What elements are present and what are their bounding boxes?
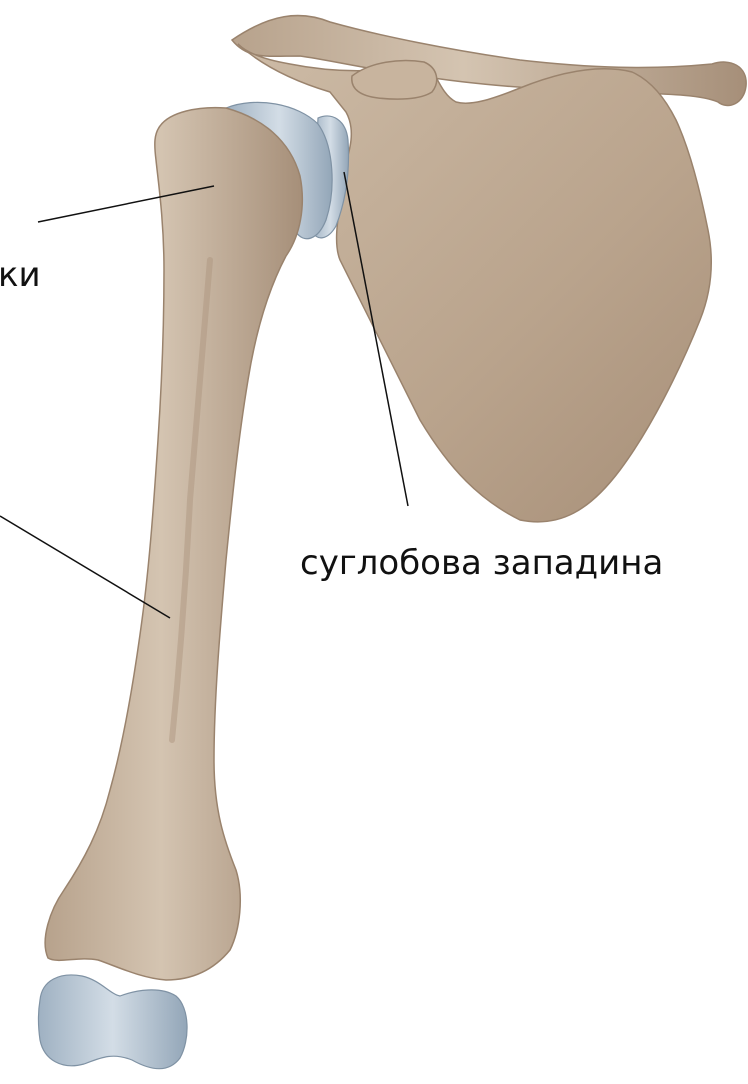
clavicle: [232, 16, 746, 106]
scapula: [238, 44, 711, 522]
leader-line-shaft: [0, 516, 170, 618]
humerus: [45, 108, 302, 980]
distal-humerus-cartilage: [39, 975, 188, 1069]
label-humerus-head-fragment: ки: [0, 258, 41, 292]
label-glenoid-cavity: суглобова западина: [300, 546, 663, 580]
